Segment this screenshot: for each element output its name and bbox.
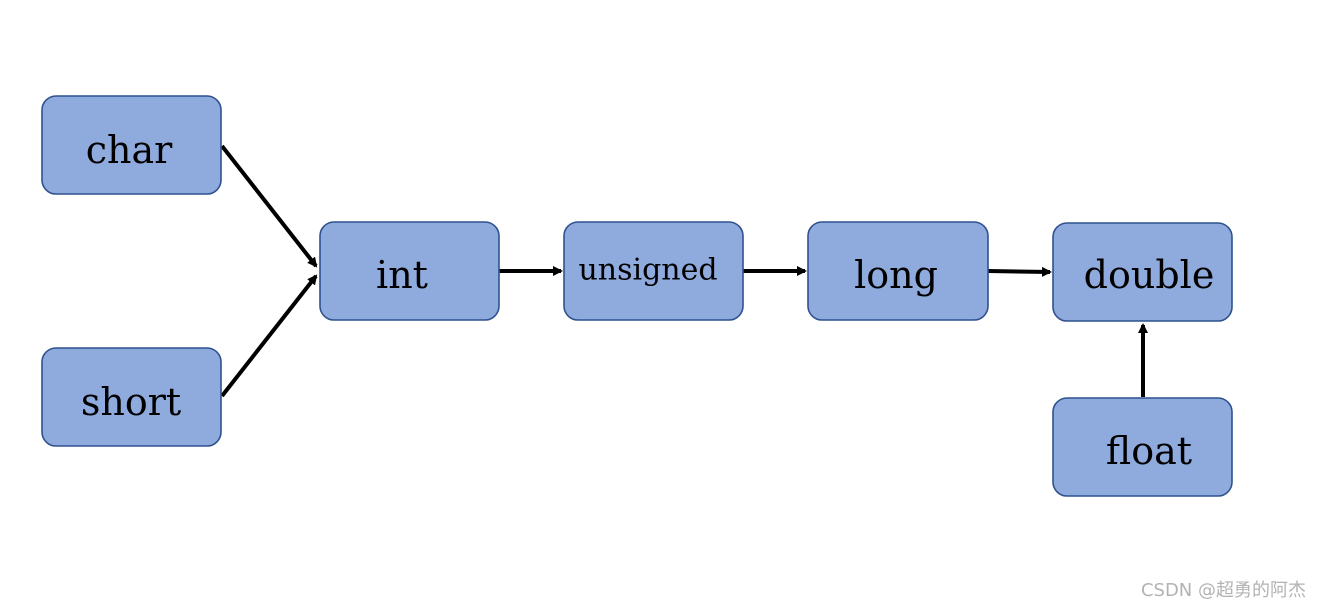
node-short-box	[41, 347, 222, 447]
edge-short-to-int	[220, 274, 318, 398]
node-unsigned-box	[563, 221, 744, 321]
edge-long-to-double	[987, 266, 1052, 277]
edges	[220, 144, 1148, 398]
node-short-label: short	[81, 380, 181, 424]
node-double-box	[1052, 222, 1233, 322]
node-char-label: char	[86, 128, 173, 172]
node-float-label: float	[1106, 429, 1192, 473]
node-short: short	[41, 347, 222, 447]
node-unsigned-label: unsigned	[578, 253, 717, 288]
watermark-text: CSDN @超勇的阿杰	[1140, 580, 1306, 601]
node-long-label: long	[854, 253, 938, 297]
node-long: long	[807, 221, 989, 321]
node-float-box	[1052, 397, 1233, 497]
node-int: int	[319, 221, 500, 321]
node-char-box	[41, 95, 222, 195]
node-char: char	[41, 95, 222, 195]
node-long-box	[807, 221, 989, 321]
node-double: double	[1052, 222, 1233, 322]
edge-char-to-int	[220, 144, 318, 268]
node-float: float	[1052, 397, 1233, 497]
node-int-box	[319, 221, 500, 321]
node-int-label: int	[376, 253, 428, 297]
node-double-label: double	[1084, 253, 1215, 297]
node-unsigned: unsigned	[563, 221, 744, 321]
